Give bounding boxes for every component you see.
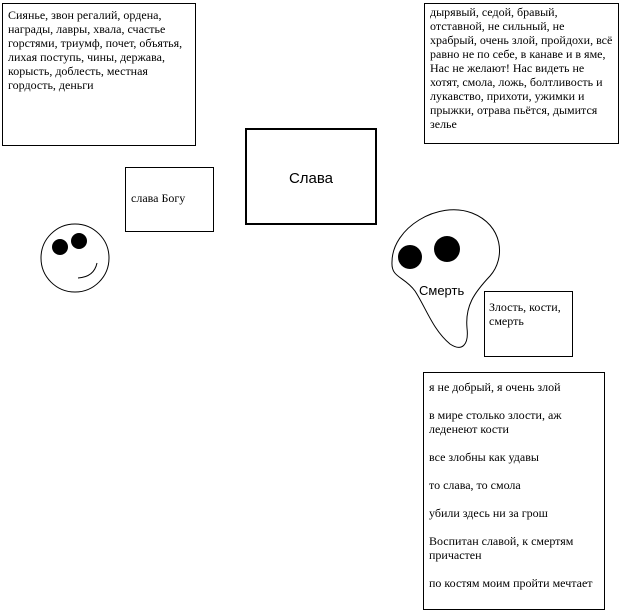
slava-bogu-text: слава Богу — [131, 191, 186, 205]
smiley-left-eye — [52, 239, 68, 255]
lines-item: убили здесь ни за грош — [429, 506, 548, 520]
ghost-left-eye — [398, 245, 422, 269]
lines-item: по костям моим пройти мечтает — [429, 576, 593, 590]
slava-bogu-box: слава Богу — [125, 167, 214, 232]
top-left-text-box: Сиянье, звон регалий, ордена, награды, л… — [2, 3, 196, 146]
slava-box: Слава — [245, 128, 377, 225]
ghost-right-eye — [434, 236, 460, 262]
zlost-text: Злость, кости, смерть — [489, 300, 561, 328]
top-right-text: дырявый, седой, бравый, отставной, не си… — [430, 5, 613, 131]
lines-item: в мире столько злости, аж леденеют кости — [429, 408, 562, 436]
lines-item: то слава, то смола — [429, 478, 521, 492]
smiley-mouth — [77, 262, 98, 279]
slava-text: Слава — [288, 170, 334, 187]
ghost-body — [391, 209, 501, 348]
top-left-text: Сиянье, звон регалий, ордена, награды, л… — [8, 8, 183, 92]
lines-item: все злобны как удавы — [429, 450, 539, 464]
zlost-box: Злость, кости, смерть — [484, 291, 573, 357]
top-right-text-box: дырявый, седой, бравый, отставной, не си… — [424, 3, 619, 144]
smert-label: Смерть — [419, 283, 465, 298]
lines-item: я не добрый, я очень злой — [429, 380, 561, 394]
lines-box: я не добрый, я очень злой в мире столько… — [423, 372, 605, 610]
smiley-right-eye — [71, 233, 87, 249]
lines-item: Воспитан славой, к смертям причастен — [429, 534, 574, 562]
